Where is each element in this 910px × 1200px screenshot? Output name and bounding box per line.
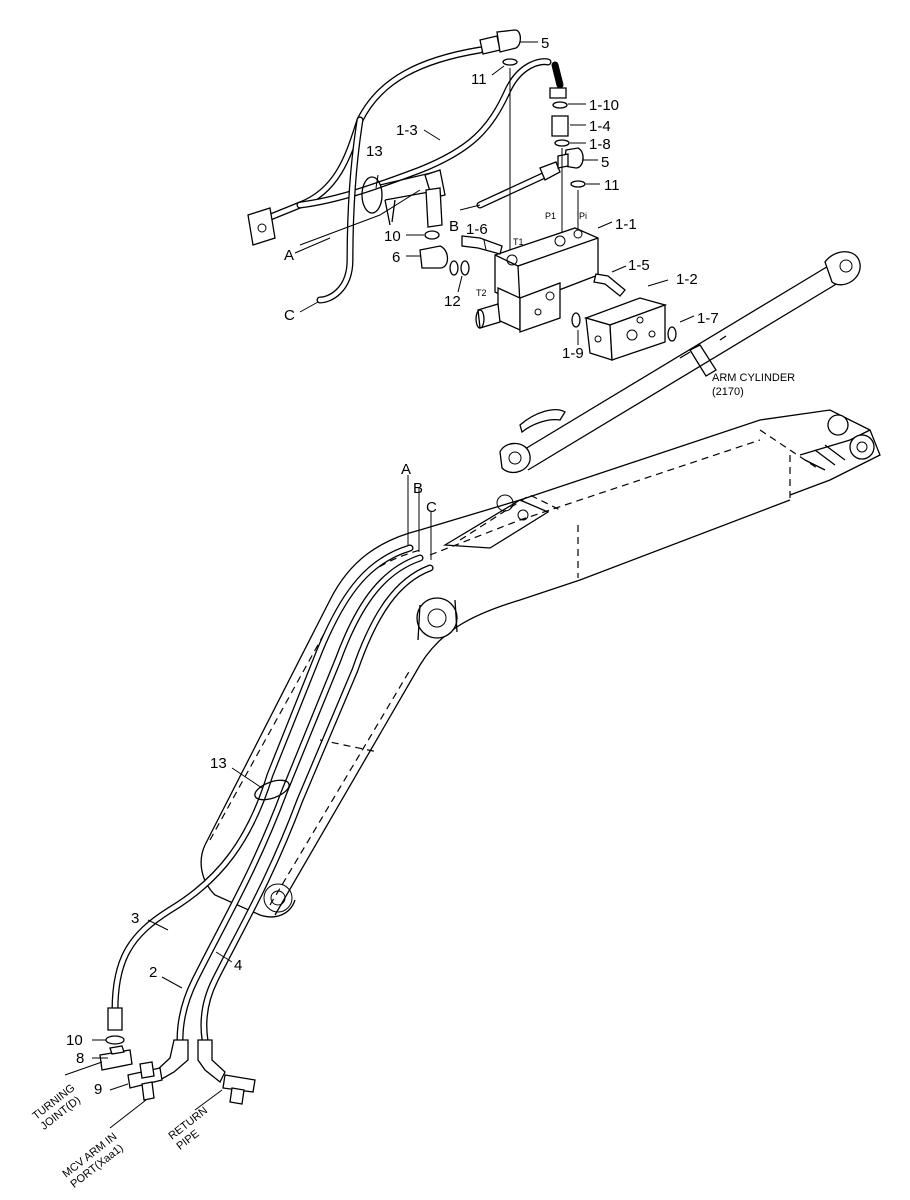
callout-11-top: 11 (471, 71, 487, 88)
port-marks: P1 Pi T1 T2 (476, 211, 587, 298)
callout-6: 6 (392, 249, 400, 266)
callout-8: 8 (76, 1050, 84, 1067)
callout-1-2: 1-2 (676, 271, 698, 288)
callout-4: 4 (234, 957, 242, 974)
callout-9: 9 (94, 1081, 102, 1098)
mcv-arm-in-label: MCV ARM IN PORT(Xaa1) (60, 1131, 125, 1191)
callout-5-mid: 5 (601, 154, 609, 171)
callout-5-top: 5 (541, 35, 549, 52)
callout-13-boom: 13 (210, 755, 227, 772)
callout-12: 12 (444, 293, 461, 310)
arm-cylinder (499, 251, 861, 473)
boom-hoses (107, 544, 434, 1084)
callout-11-mid: 11 (604, 177, 620, 194)
return-pipe-label: RETURN PIPE (166, 1105, 210, 1153)
callout-3: 3 (131, 910, 139, 927)
hose-end-a-top: A (284, 247, 294, 264)
callout-1-6: 1-6 (466, 221, 488, 238)
hose-end-c-boom: C (426, 499, 437, 516)
callout-labels: 5 11 1-10 1-4 1-8 5 11 1-3 13 1-1 1-6 10… (66, 35, 719, 1098)
callout-13-top: 13 (366, 143, 383, 160)
turning-joint-label: TURNING JOINT(D) (30, 1082, 82, 1133)
callout-1-9: 1-9 (562, 345, 584, 362)
callout-2: 2 (149, 964, 157, 981)
port-p1: P1 (545, 211, 556, 221)
callout-1-10: 1-10 (589, 97, 619, 114)
arm-cylinder-number: (2170) (712, 386, 744, 398)
callout-1-3: 1-3 (396, 122, 418, 139)
callout-1-1: 1-1 (615, 216, 637, 233)
lower-fittings (99, 1035, 256, 1105)
port-t1: T1 (513, 237, 524, 247)
leader-lines (64, 41, 695, 1129)
port-t2: T2 (476, 288, 487, 298)
arm-cylinder-label: ARM CYLINDER (712, 372, 795, 384)
port-pi: Pi (579, 211, 587, 221)
callout-10-bottom: 10 (66, 1032, 83, 1049)
boom (200, 409, 881, 918)
hose-end-c-top: C (284, 307, 295, 324)
top-assembly (247, 29, 677, 361)
callout-1-8: 1-8 (589, 136, 611, 153)
callout-1-4: 1-4 (589, 118, 611, 135)
hose-end-a-boom: A (401, 461, 411, 478)
callout-1-5: 1-5 (628, 257, 650, 274)
callout-10-top: 10 (384, 228, 401, 245)
callout-1-7: 1-7 (697, 310, 719, 327)
hose-end-b-boom: B (413, 480, 423, 497)
hose-end-labels: A B C A B C (284, 218, 459, 516)
hose-end-b-top: B (449, 218, 459, 235)
